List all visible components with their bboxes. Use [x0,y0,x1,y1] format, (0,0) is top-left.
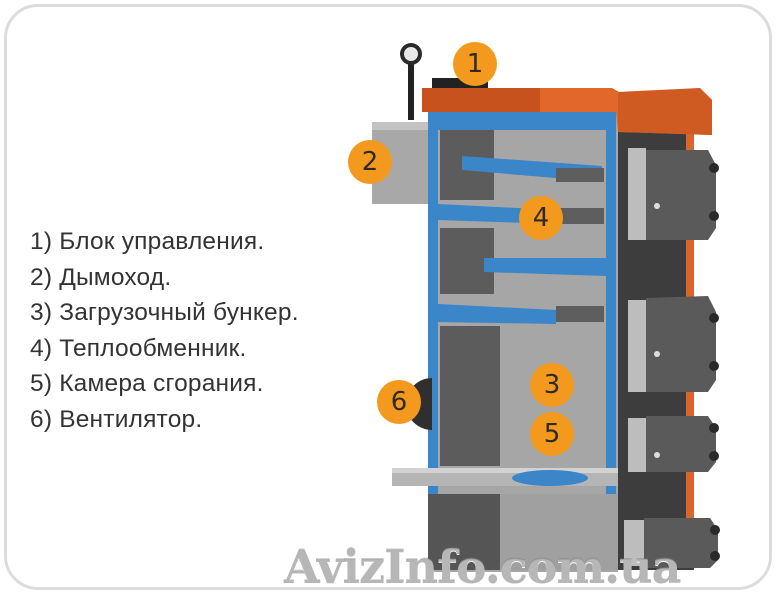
badge-chimney: 2 [348,140,392,184]
legend-item-control-block: 1) Блок управления. [30,228,265,255]
badge-heat-exchanger: 4 [519,196,563,240]
legend-item-fan: 6) Вентилятор. [30,405,203,433]
badge-fan: 6 [377,380,421,424]
watermark: AvizInfo.com.ua [284,540,681,594]
badge-combustion-chamber: 5 [530,412,574,456]
legend-item-combustion-chamber: 5) Камера сгорания. [30,370,264,397]
door-lower [628,416,719,472]
badge-loading-hopper: 3 [530,363,574,407]
door-bottom [624,518,720,568]
legend-item-heat-exchanger: 4) Теплообменник. [30,334,247,362]
parts-legend: 1) Блок управления. 2) Дымоход. 3) Загру… [30,224,299,437]
badge-control-block: 1 [453,42,497,86]
door-middle [628,296,719,392]
legend-item-loading-hopper: 3) Загрузочный бункер. [30,299,299,326]
legend-item-chimney: 2) Дымоход. [30,263,172,291]
door-upper [628,148,719,240]
